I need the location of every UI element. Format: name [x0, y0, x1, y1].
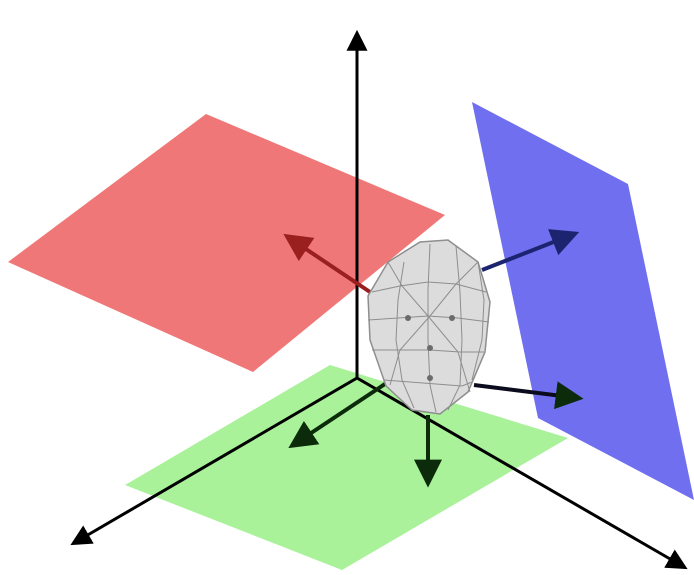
- green-projection-arrow-left: [288, 380, 390, 449]
- green-plane: [125, 365, 568, 570]
- red-projection-arrow: [283, 233, 372, 294]
- blue-projection-arrow-lower: [473, 381, 584, 410]
- face-mesh: [367, 239, 491, 415]
- blue-plane: [472, 102, 694, 500]
- depth-axis: [70, 376, 358, 546]
- blue-projection-arrow-upper: [481, 229, 580, 272]
- red-plane: [8, 114, 445, 372]
